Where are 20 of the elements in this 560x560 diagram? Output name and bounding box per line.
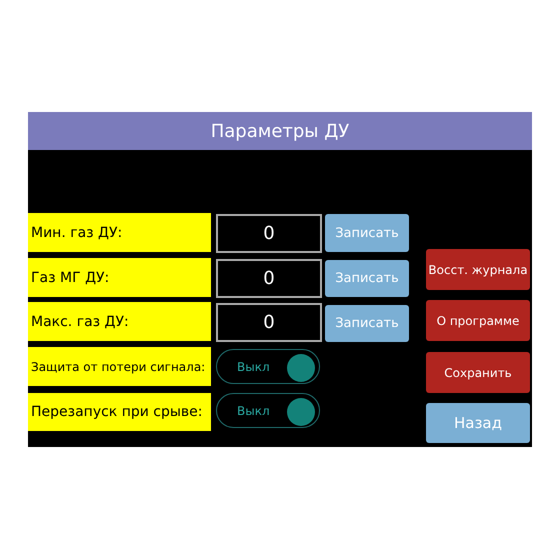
value-field: 0 bbox=[216, 303, 322, 342]
write-button: Записать bbox=[325, 214, 409, 252]
field-label: Газ МГ ДУ: bbox=[28, 258, 211, 297]
write-button: Записать bbox=[325, 305, 409, 342]
write-button: Записать bbox=[325, 260, 409, 297]
title-bar: Параметры ДУ bbox=[28, 112, 532, 150]
field-label: Мин. газ ДУ: bbox=[28, 213, 211, 252]
action-button: Восст. журнала bbox=[426, 249, 530, 290]
toggle-state-label: Выкл bbox=[237, 360, 270, 374]
action-button: Сохранить bbox=[426, 352, 530, 393]
value-field: 0 bbox=[216, 214, 322, 253]
field-label: Защита от потери сигнала: bbox=[28, 347, 211, 386]
back-button: Назад bbox=[426, 403, 530, 443]
toggle-switch bbox=[216, 393, 320, 428]
field-label: Макс. газ ДУ: bbox=[28, 302, 211, 341]
toggle-switch bbox=[216, 349, 320, 384]
action-button: О программе bbox=[426, 300, 530, 341]
field-label: Перезапуск при срыве: bbox=[28, 393, 211, 431]
toggle-state-label: Выкл bbox=[237, 404, 270, 418]
value-field: 0 bbox=[216, 259, 322, 298]
